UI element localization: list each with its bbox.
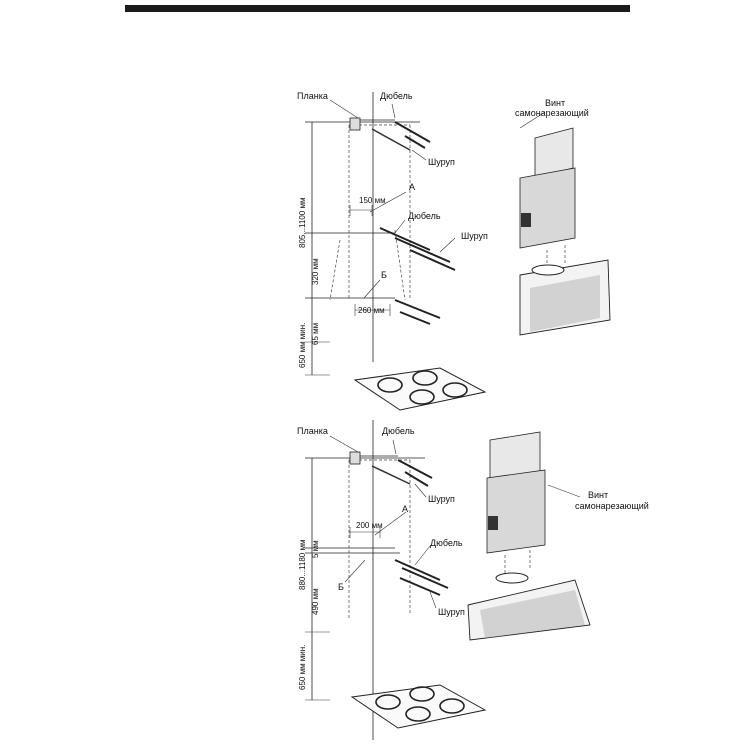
- bottom-mid-dowels: [394, 559, 449, 596]
- top-label-dubel-2: Дюбель: [408, 211, 441, 221]
- top-dim-height-bottom: 65 мм: [311, 323, 320, 345]
- top-dim-width-a: 150 мм: [359, 196, 386, 205]
- bottom-label-shurup-2: Шуруп: [438, 607, 465, 617]
- top-label-screw-type: самонарезающий: [515, 108, 589, 118]
- top-label-shurup-2: Шуруп: [461, 231, 488, 241]
- top-lower-dowels: [394, 299, 441, 325]
- top-label-b: Б: [381, 270, 387, 280]
- bottom-label-screw: Винт: [588, 490, 608, 500]
- top-hood: [519, 127, 611, 336]
- bottom-dim-height-min: 650 мм мин.: [298, 645, 307, 690]
- top-dim-height-mid: 320 мм: [311, 258, 320, 285]
- top-label-planka: Планка: [297, 91, 328, 101]
- bottom-dim-height-total: 880...1180 мм: [298, 540, 307, 590]
- bottom-dim-height-small: 5 мм: [311, 540, 320, 558]
- bottom-label-screw-type: самонарезающий: [575, 501, 649, 511]
- bottom-label-b: Б: [338, 582, 344, 592]
- bottom-bracket: [349, 451, 361, 465]
- top-dim-height-total: 805...1100 мм: [298, 198, 307, 248]
- top-upper-dowels: [371, 121, 431, 151]
- top-label-a: А: [409, 182, 415, 192]
- top-dim-width-b: 260 мм: [358, 306, 385, 315]
- top-diagram: Планка Дюбель Шуруп А 150 мм Дюбель Шуру…: [297, 91, 611, 411]
- bottom-label-dubel-2: Дюбель: [430, 538, 463, 548]
- bottom-dim-width-a: 200 мм: [356, 521, 383, 530]
- top-mid-dowels: [379, 227, 456, 271]
- bottom-label-shurup-1: Шуруп: [428, 494, 455, 504]
- top-bracket: [349, 117, 361, 131]
- top-label-dubel-1: Дюбель: [380, 91, 413, 101]
- top-dim-height-min: 650 мм мин.: [298, 323, 307, 368]
- top-label-screw: Винт: [545, 98, 565, 108]
- bottom-hood: [467, 431, 591, 641]
- bottom-label-dubel-1: Дюбель: [382, 426, 415, 436]
- bottom-dim-height-mid: 490 мм: [311, 588, 320, 615]
- bottom-upper-dowels: [371, 459, 433, 487]
- header-rule: [125, 5, 630, 12]
- top-cooktop: [353, 367, 487, 411]
- bottom-label-planka: Планка: [297, 426, 328, 436]
- bottom-cooktop: [350, 684, 487, 729]
- bottom-diagram: Планка Дюбель Шуруп А 200 мм Дюбель Шуру…: [297, 420, 649, 740]
- top-label-shurup-1: Шуруп: [428, 157, 455, 167]
- bottom-label-a: А: [402, 504, 408, 514]
